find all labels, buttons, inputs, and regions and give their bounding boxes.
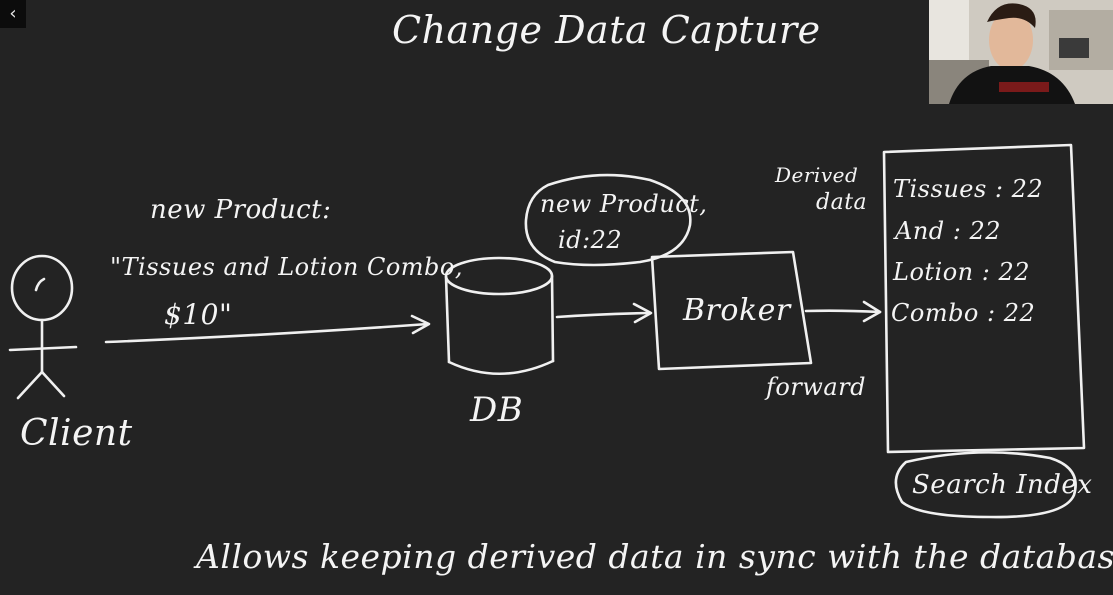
search-index-label-oval xyxy=(894,451,1077,519)
footer-caption: Allows keeping derived data in sync with… xyxy=(196,537,1113,576)
client-stick-figure xyxy=(8,254,78,400)
db-cylinder-icon xyxy=(444,256,555,375)
arrow-broker-to-index xyxy=(804,300,882,323)
message-line-2: "Tissues and Lotion Combo, xyxy=(110,253,463,281)
page-title: Change Data Capture xyxy=(392,8,821,52)
broker-box xyxy=(650,250,813,371)
back-button[interactable]: ‹ xyxy=(0,0,26,28)
index-entry-3: Lotion : 22 xyxy=(893,258,1030,286)
bubble-line-2: id:22 xyxy=(558,226,623,254)
db-label: DB xyxy=(470,390,524,430)
chevron-left-icon: ‹ xyxy=(9,3,17,24)
search-index-box xyxy=(882,143,1086,454)
bubble-line-1: new Product, xyxy=(540,190,708,218)
arrow-db-to-broker xyxy=(555,302,653,324)
derived-data-label-line-2: data xyxy=(816,190,868,215)
arrow-client-to-db xyxy=(104,314,431,344)
message-line-3: $10" xyxy=(164,298,233,331)
webcam-video xyxy=(929,0,1113,104)
search-index-label: Search Index xyxy=(912,470,1093,500)
message-line-1: new Product: xyxy=(150,195,332,225)
change-event-bubble xyxy=(524,173,692,267)
forward-label: forward xyxy=(766,373,866,401)
index-entry-1: Tissues : 22 xyxy=(893,175,1044,203)
client-label: Client xyxy=(20,413,133,454)
webcam-person-image xyxy=(929,0,1113,104)
index-entry-2: And : 22 xyxy=(895,217,1002,245)
broker-label: Broker xyxy=(683,293,791,328)
index-entry-4: Combo : 22 xyxy=(891,299,1036,327)
derived-data-label-line-1: Derived xyxy=(775,163,859,187)
